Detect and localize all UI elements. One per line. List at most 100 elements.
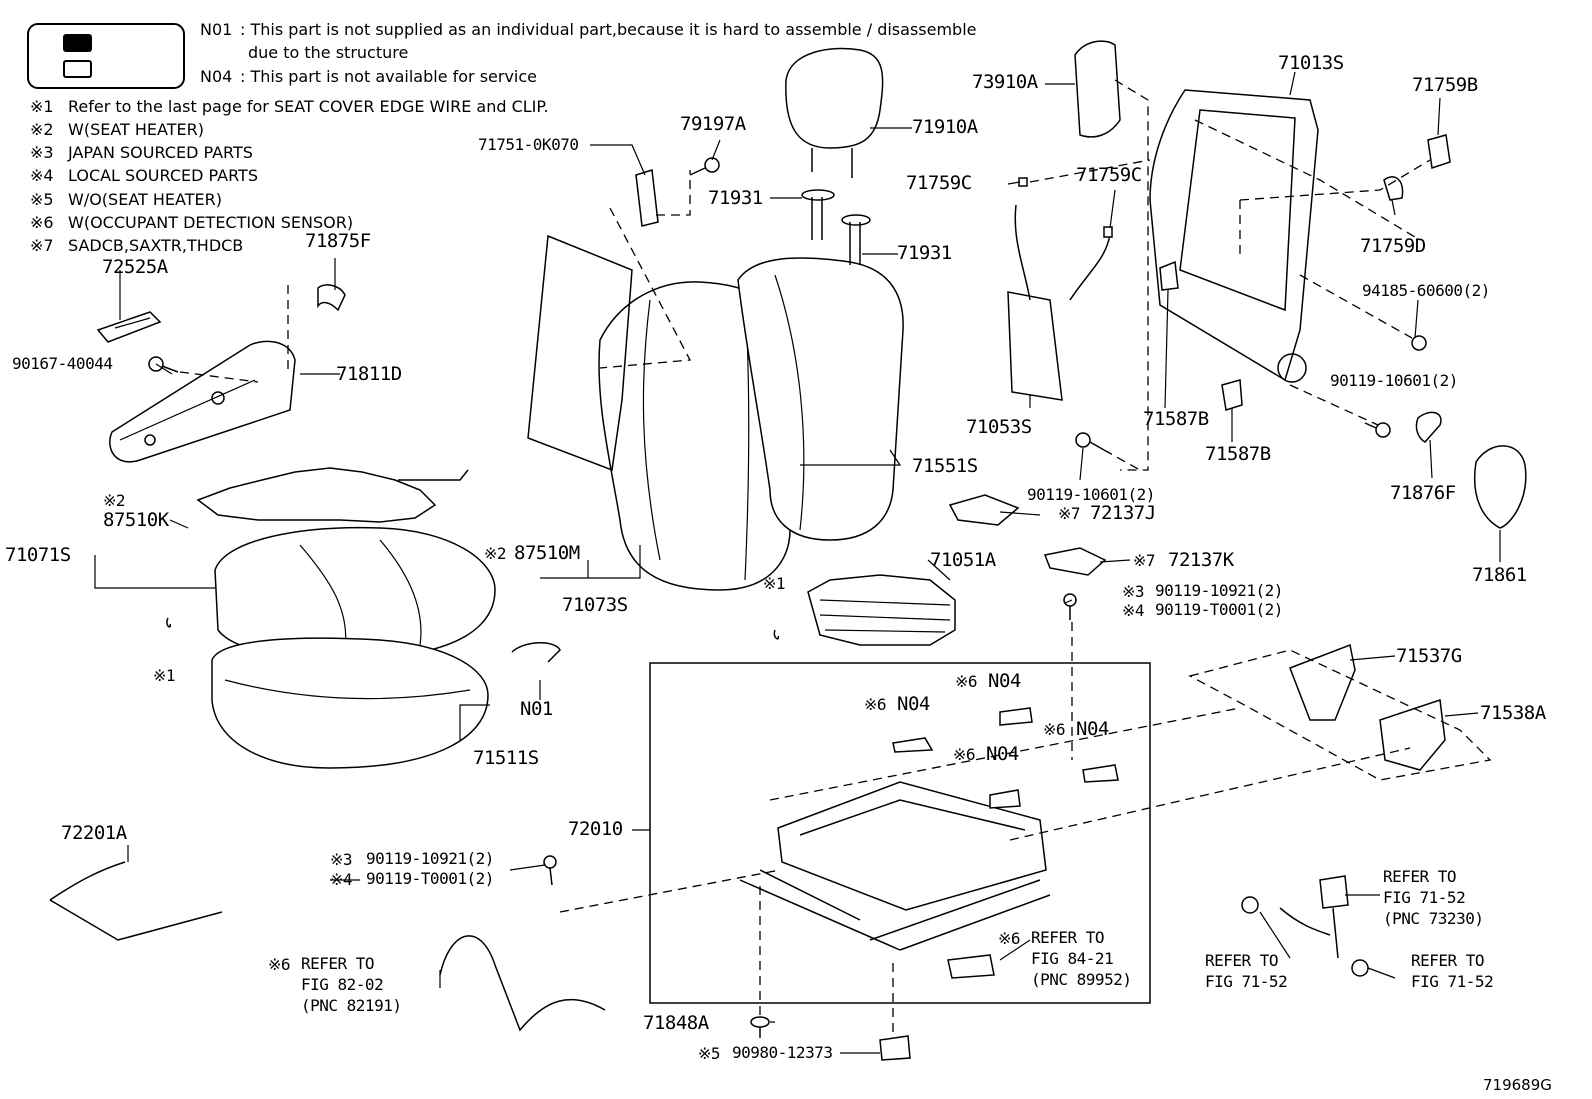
refer-to-84-21[interactable]: REFER TO — [1031, 928, 1105, 947]
label-71053s[interactable]: 71053S — [966, 416, 1032, 438]
label-71013s[interactable]: 71013S — [1278, 52, 1344, 74]
mark-clip-cushion: ※1 — [153, 666, 176, 685]
label-71759b[interactable]: 71759B — [1412, 74, 1478, 96]
mark-87510m: ※2 — [484, 544, 507, 563]
footnote-text-2: W(SEAT HEATER) — [68, 120, 204, 139]
clip-71759d — [1383, 176, 1404, 201]
mark-n04-d: ※6 — [1043, 720, 1066, 739]
mark-refer-82-02: ※6 — [268, 955, 291, 974]
note-n01-text: : This part is not supplied as an indivi… — [240, 20, 977, 39]
refer-to-73230[interactable]: REFER TO — [1383, 867, 1457, 886]
label-90980-12373[interactable]: 90980-12373 — [732, 1043, 833, 1062]
label-72201a[interactable]: 72201A — [61, 822, 127, 844]
label-87510k[interactable]: 87510K — [103, 509, 169, 531]
label-71861[interactable]: 71861 — [1472, 564, 1527, 586]
label-71876f[interactable]: 71876F — [1390, 482, 1456, 504]
footnote-mark-4: ※4 — [30, 166, 54, 185]
mark-87510k: ※2 — [103, 491, 126, 510]
bracket-72137k — [1043, 547, 1107, 576]
bolt-90119-10601-a — [1364, 422, 1391, 438]
label-71759c-b[interactable]: 71759C — [1076, 164, 1142, 186]
spring-71051a — [807, 574, 956, 646]
label-n04-d[interactable]: N04 — [1076, 718, 1109, 740]
label-87510m[interactable]: 87510M — [514, 542, 580, 564]
label-90119-10921-a[interactable]: 90119-10921(2) — [1155, 581, 1283, 600]
mark-n04-c: ※6 — [953, 745, 976, 764]
sensor-n04-a — [892, 737, 934, 753]
label-71511s[interactable]: 71511S — [473, 747, 539, 769]
label-71587b-a[interactable]: 71587B — [1143, 408, 1209, 430]
label-71848a[interactable]: 71848A — [643, 1012, 709, 1034]
fig-71-52-b[interactable]: FIG 71-52 — [1205, 972, 1288, 991]
label-72010[interactable]: 72010 — [568, 818, 623, 840]
refer-to-bolt[interactable]: REFER TO — [1411, 951, 1485, 970]
refer-to-grommet[interactable]: REFER TO — [1205, 951, 1279, 970]
label-90167-40044[interactable]: 90167-40044 — [12, 354, 113, 373]
footnote-mark-7: ※7 — [30, 236, 54, 255]
footnote-text-6: W(OCCUPANT DETECTION SENSOR) — [68, 213, 354, 232]
clip-71759c-b — [1103, 226, 1113, 238]
fig-82-02[interactable]: FIG 82-02 — [301, 975, 384, 994]
label-71537g[interactable]: 71537G — [1396, 645, 1462, 667]
label-90119-t0001-b[interactable]: 90119-T0001(2) — [366, 869, 494, 888]
note-n01-key: N01 — [200, 20, 233, 39]
footnote-mark-2: ※2 — [30, 120, 54, 139]
label-n04-b[interactable]: N04 — [988, 670, 1021, 692]
label-90119-10921-b[interactable]: 90119-10921(2) — [366, 849, 494, 868]
label-71071s[interactable]: 71071S — [5, 544, 71, 566]
bracket-71751-0k070 — [635, 169, 659, 227]
label-71051a[interactable]: 71051A — [930, 549, 996, 571]
label-73910a[interactable]: 73910A — [972, 71, 1038, 93]
fig-71-52-c[interactable]: FIG 71-52 — [1411, 972, 1494, 991]
cushion-cover-71071s — [214, 526, 496, 661]
label-71811d[interactable]: 71811D — [336, 363, 402, 385]
label-72137j[interactable]: 72137J — [1090, 502, 1156, 524]
label-79197a[interactable]: 79197A — [680, 113, 746, 135]
fig-71-52-a[interactable]: FIG 71-52 — [1383, 888, 1466, 907]
label-n04-a[interactable]: N04 — [897, 693, 930, 715]
bracket-71587b-a — [1159, 260, 1179, 291]
nut-94185-60600 — [1411, 335, 1427, 351]
label-90119-10601-a[interactable]: 90119-10601(2) — [1330, 371, 1458, 390]
label-n01[interactable]: N01 — [520, 698, 553, 720]
mark-90119-10921-a: ※3 — [1122, 582, 1145, 601]
pnc-89952[interactable]: (PNC 89952) — [1031, 970, 1132, 989]
note-n04-text: : This part is not available for service — [240, 67, 538, 86]
seatback-cover-71073s — [598, 281, 792, 591]
seat-adjuster-72010 — [739, 781, 1051, 951]
back-panel-73910a — [1074, 40, 1121, 138]
sensor-wire-n01 — [511, 642, 561, 663]
wire-72201a — [49, 861, 223, 941]
label-71587b-b[interactable]: 71587B — [1205, 443, 1271, 465]
refer-to-82-02[interactable]: REFER TO — [301, 954, 375, 973]
label-71910a[interactable]: 71910A — [912, 116, 978, 138]
label-71538a[interactable]: 71538A — [1480, 702, 1546, 724]
bolt-refer — [1351, 959, 1369, 977]
label-71931-a[interactable]: 71931 — [708, 187, 763, 209]
fig-84-21[interactable]: FIG 84-21 — [1031, 949, 1114, 968]
label-71751-0k070[interactable]: 71751-0K070 — [478, 135, 579, 154]
label-72525a[interactable]: 72525A — [102, 256, 168, 278]
label-71759c-a[interactable]: 71759C — [906, 172, 972, 194]
label-72137k[interactable]: 72137K — [1168, 549, 1234, 571]
label-71551s[interactable]: 71551S — [912, 455, 978, 477]
adjuster-box — [649, 662, 1151, 1004]
bracket-71587b-b — [1221, 379, 1243, 411]
label-90119-t0001-a[interactable]: 90119-T0001(2) — [1155, 600, 1283, 619]
label-71875f[interactable]: 71875F — [305, 230, 371, 252]
label-n04-c[interactable]: N04 — [986, 743, 1019, 765]
bolt-90119-10601-b — [1075, 432, 1105, 451]
bolt-71848a — [750, 1016, 770, 1038]
pnc-73230[interactable]: (PNC 73230) — [1383, 909, 1484, 928]
label-71931-b[interactable]: 71931 — [897, 242, 952, 264]
cap-71876f — [1415, 411, 1442, 443]
pnc-82191[interactable]: (PNC 82191) — [301, 996, 402, 1015]
label-90119-10601-b[interactable]: 90119-10601(2) — [1027, 485, 1155, 504]
label-71759d[interactable]: 71759D — [1360, 235, 1426, 257]
label-71073s[interactable]: 71073S — [562, 594, 628, 616]
screw-79197a — [689, 157, 720, 176]
mark-refer-84-21: ※6 — [998, 929, 1021, 948]
label-94185-60600[interactable]: 94185-60600(2) — [1362, 281, 1490, 300]
